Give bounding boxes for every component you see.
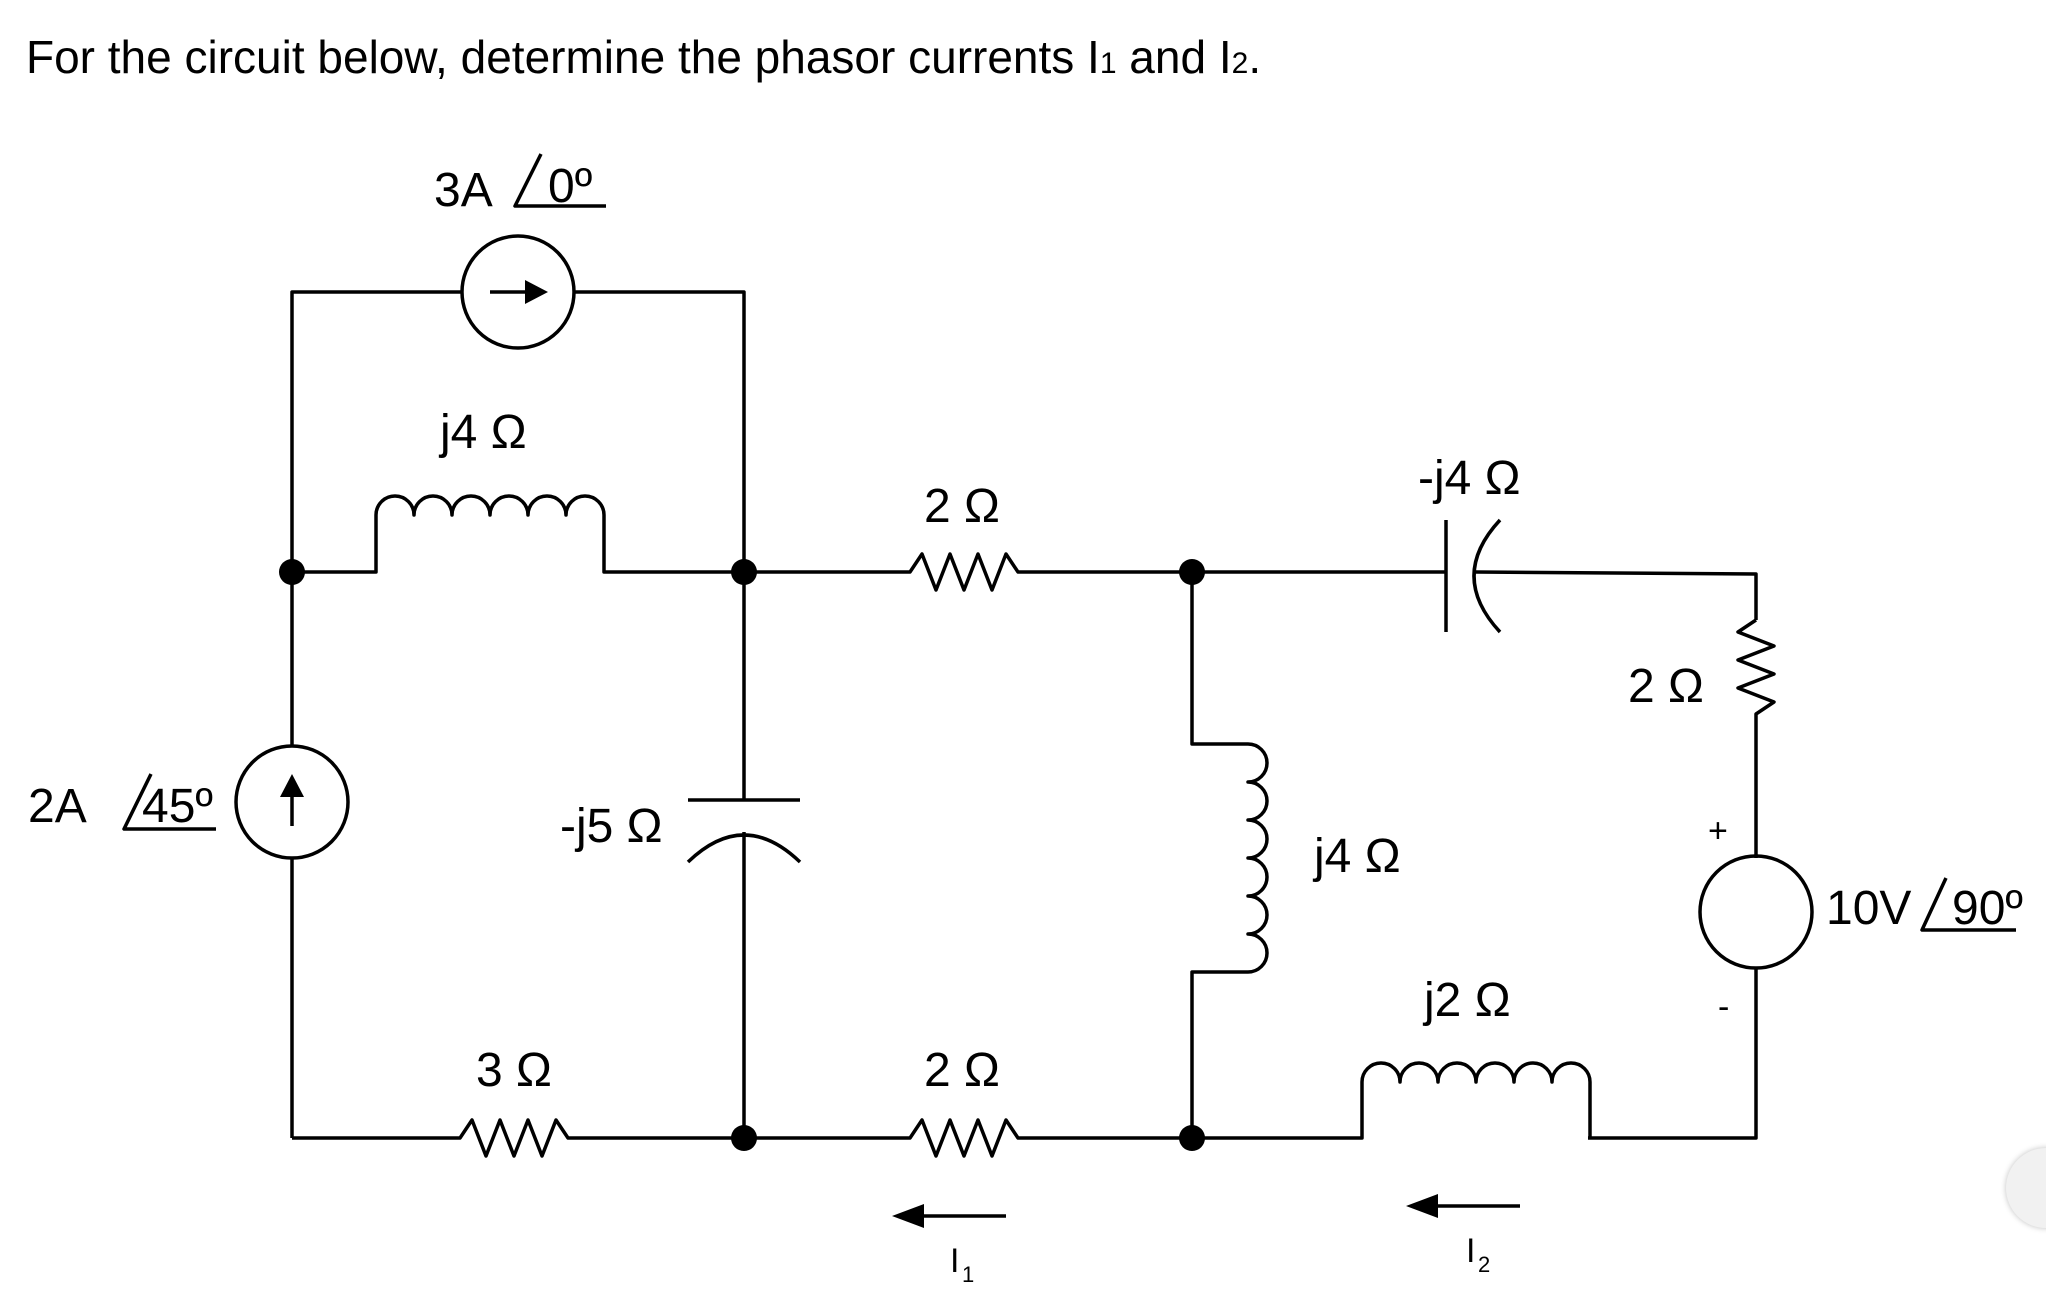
wire-source-to-bottom [1588, 968, 1758, 1140]
resistor-top-mid-branch: 2 Ω [744, 480, 1192, 592]
voltage-source-angle: 90º [1952, 882, 2023, 935]
resistor-right-zigzag [1736, 618, 1776, 858]
top-right-branch: -j4 Ω 2 Ω [1192, 452, 1776, 858]
inductor-bottom-right-coil [1192, 1061, 1592, 1140]
arrow-head-left-icon [892, 1204, 924, 1228]
inductor-bottom-right-label: j2 Ω [1422, 974, 1511, 1027]
source-2a-angle: 45º [142, 780, 213, 833]
voltage-source-circle [1698, 854, 1814, 970]
inductor-top-label: j4 Ω [438, 406, 527, 459]
resistor-right-label: 2 Ω [1628, 660, 1704, 713]
left-current-source-branch: 2A 45º [28, 572, 350, 1138]
resistor-bottom-left-branch: 3 Ω [292, 1044, 744, 1158]
problem-subscript-2: 2 [1231, 47, 1249, 80]
inductor-top-branch: j4 Ω [292, 406, 744, 574]
resistor-bottom-mid-zigzag [744, 1118, 1192, 1158]
current-indicator-2: I 2 [1406, 1194, 1520, 1277]
angle-symbol-icon [122, 773, 216, 831]
resistor-top-mid-zigzag [744, 552, 1192, 592]
node-bottom-mid [731, 1125, 757, 1151]
inductor-bottom-right-branch: j2 Ω [1192, 974, 1592, 1140]
angle-symbol-icon [513, 153, 606, 208]
arrow-head-right-icon [525, 280, 548, 304]
angle-symbol-icon [1920, 877, 2016, 932]
voltage-plus-sign: + [1708, 812, 1728, 850]
wire-top-left [290, 290, 462, 572]
capacitor-mid-branch: -j5 Ω [560, 572, 802, 1138]
problem-text-middle: and I [1116, 31, 1232, 83]
current-source-2a [234, 744, 350, 860]
voltage-source-branch: + - 10V 90º [1588, 812, 2023, 1140]
source-3a-angle: 0º [548, 160, 592, 213]
source-3a-magnitude: 3A [434, 164, 493, 217]
problem-subscript-1: 1 [1099, 47, 1117, 80]
voltage-minus-sign: - [1718, 988, 1729, 1026]
node-top-mid [731, 559, 757, 585]
resistor-bottom-mid-label: 2 Ω [924, 1044, 1000, 1097]
voltage-source-magnitude: 10V [1826, 882, 1911, 935]
capacitor-top-right-label: -j4 Ω [1418, 452, 1521, 505]
source-2a-magnitude: 2A [28, 780, 87, 833]
junction-nodes [279, 559, 1205, 1151]
resistor-bottom-mid-branch: 2 Ω [744, 1044, 1192, 1158]
node-top-left [279, 559, 305, 585]
arrow-head-left-icon [1406, 1194, 1438, 1218]
resistor-top-mid-label: 2 Ω [924, 480, 1000, 533]
current-2-letter: I [1466, 1232, 1475, 1270]
current-2-subscript: 2 [1478, 1252, 1490, 1277]
problem-text-prefix: For the circuit below, determine the pha… [26, 31, 1100, 83]
resistor-bottom-left-label: 3 Ω [476, 1044, 552, 1097]
node-top-right [1179, 559, 1205, 585]
problem-text-suffix: . [1248, 31, 1262, 83]
resistor-bottom-left-zigzag [292, 1118, 744, 1158]
current-indicator-1: I 1 [892, 1204, 1006, 1287]
inductor-mid-coil [1190, 572, 1269, 1138]
wire-top-right [574, 290, 746, 572]
arrow-head-up-icon [280, 774, 304, 797]
node-bottom-right [1179, 1125, 1205, 1151]
current-1-subscript: 1 [962, 1262, 974, 1287]
wire-cap-to-resistor [1475, 570, 1758, 620]
top-current-source-branch: 3A 0º [290, 153, 746, 572]
inductor-top-coil [292, 494, 744, 574]
source-circle [460, 234, 576, 350]
problem-statement: For the circuit below, determine the pha… [26, 22, 1261, 99]
current-1-letter: I [950, 1242, 959, 1280]
inductor-mid-label: j4 Ω [1312, 830, 1401, 883]
source-circle [234, 744, 350, 860]
capacitor-top-right-curved-plate [1472, 518, 1502, 634]
current-source-3a [460, 234, 576, 350]
capacitor-mid-label: -j5 Ω [560, 800, 663, 853]
inductor-mid-branch: j4 Ω [1190, 572, 1401, 1138]
